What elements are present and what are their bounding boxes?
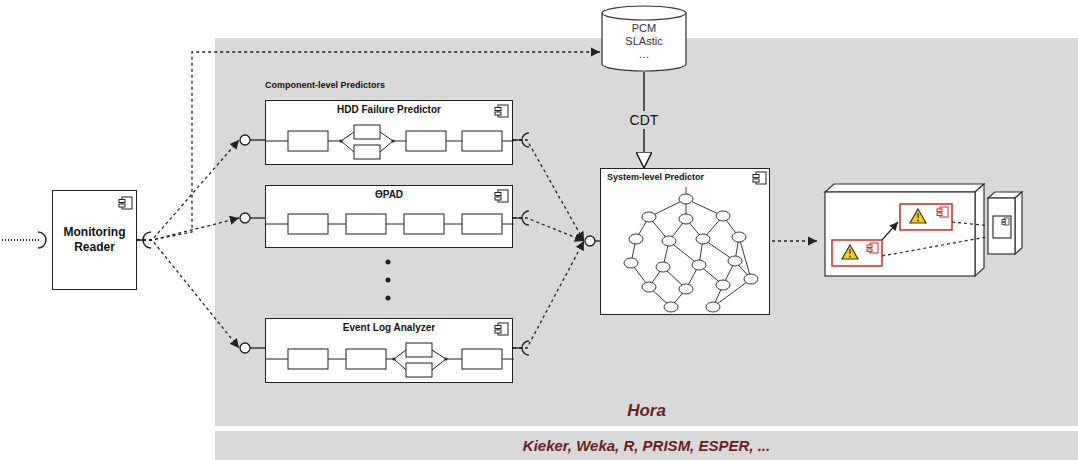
node-text: Kieker, Weka, R, PRISM, ESPER, ...: [523, 437, 770, 454]
database-cylinder: [602, 6, 686, 71]
ellipsis-dots: [386, 260, 391, 301]
connector: [137, 218, 239, 240]
predictor-box: Event Log Analyzer: [265, 318, 513, 383]
deployment-node: [825, 184, 1022, 276]
node-text: System-level Predictor: [607, 172, 704, 182]
component-icon: [753, 172, 766, 184]
node-text: HDD Failure Predictor: [337, 104, 441, 115]
connector: [137, 240, 239, 348]
node-text: Monitoring Reader: [59, 225, 130, 255]
predictor-sockets: [513, 133, 529, 355]
system-lollipop: [585, 236, 600, 246]
hora-band: [215, 38, 1078, 426]
edge-label: CDT: [626, 111, 663, 129]
connector: [513, 241, 584, 348]
node-text: Hora: [627, 401, 666, 421]
component-icon: [119, 197, 132, 209]
predictor-lollipops: [240, 135, 265, 353]
connector: [137, 140, 239, 240]
output-arrow: [772, 240, 817, 241]
group-label: Component-level Predictors: [265, 80, 385, 90]
input-socket: [2, 232, 46, 248]
system-predictor-box: System-level Predictor: [600, 168, 770, 315]
library-band: Kieker, Weka, R, PRISM, ESPER, ...: [215, 431, 1078, 460]
component-box: Monitoring Reader: [52, 190, 137, 290]
database: PCM SLAstic …: [600, 4, 688, 72]
predictor-box: ΘPAD: [265, 185, 513, 248]
connector: [513, 218, 584, 241]
component-icon: [495, 105, 508, 117]
node-text: ΘPAD: [375, 189, 403, 200]
component-icon: [495, 190, 508, 202]
connector: [513, 140, 584, 241]
node-illustration: [601, 169, 771, 316]
framework-band: Hora HDD Failure PredictorΘPAD Event Log A…: [215, 38, 1078, 426]
graph-illustration: [624, 187, 758, 312]
predictor-box: HDD Failure Predictor: [265, 100, 513, 165]
component-icon: [495, 323, 508, 335]
node-text: Event Log Analyzer: [343, 322, 435, 333]
node-text: PCM SLAstic …: [619, 22, 669, 61]
